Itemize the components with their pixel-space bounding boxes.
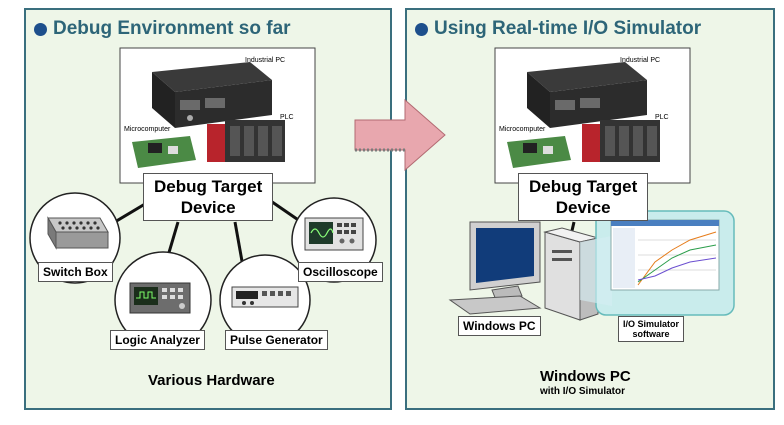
software-callout	[580, 236, 612, 306]
oscilloscope-label: Oscilloscope	[298, 262, 383, 282]
microcomputer-icon	[132, 136, 196, 168]
debug-target-line1-right: Debug Target	[529, 177, 638, 196]
debug-target-line2: Device	[180, 198, 236, 217]
windows-pc-label: Windows PC	[458, 316, 541, 336]
right-debug-target-label: Debug Target Device	[518, 173, 649, 221]
debug-target-line1: Debug Target	[154, 177, 263, 196]
industrial-pc-label: Industrial PC	[245, 57, 286, 64]
plc-icon-right	[582, 120, 660, 162]
microcomputer-label-right: Microcomputer	[499, 126, 546, 133]
microcomputer-icon-right	[507, 136, 571, 168]
industrial-pc-icon	[152, 62, 272, 128]
logic-analyzer-label: Logic Analyzer	[110, 330, 205, 350]
pulse-generator-label: Pulse Generator	[225, 330, 328, 350]
left-footer: Various Hardware	[148, 372, 275, 389]
plc-icon	[207, 120, 285, 162]
right-title-text: Using Real-time I/O Simulator	[434, 18, 702, 39]
left-panel-title: Debug Environment so far	[34, 18, 291, 40]
oscilloscope-icon	[304, 217, 364, 251]
pulse-generator-icon	[231, 286, 299, 308]
right-sub-footer: with I/O Simulator	[540, 386, 626, 397]
plc-label-right: PLC	[655, 114, 669, 121]
industrial-pc-icon-right	[527, 62, 647, 128]
microcomputer-label: Microcomputer	[124, 126, 171, 133]
software-screenshot	[610, 219, 720, 291]
software-label-line2: software	[632, 329, 670, 339]
bullet-icon	[34, 22, 47, 36]
software-label-line1: I/O Simulator	[623, 319, 680, 329]
logic-analyzer-icon	[129, 282, 191, 314]
io-simulator-software-label: I/O Simulator software	[618, 316, 685, 342]
debug-target-line2-right: Device	[555, 198, 611, 217]
right-footer: Windows PC	[540, 368, 631, 385]
right-panel-title: Using Real-time I/O Simulator	[415, 18, 701, 40]
arrow-icon	[354, 98, 446, 172]
left-title-text: Debug Environment so far	[53, 18, 291, 39]
industrial-pc-label-right: Industrial PC	[620, 57, 661, 64]
plc-label: PLC	[280, 114, 294, 121]
left-debug-target-label: Debug Target Device	[143, 173, 274, 221]
switch-box-label: Switch Box	[38, 262, 113, 282]
bullet-icon	[415, 22, 428, 36]
switch-box-icon	[47, 216, 109, 250]
windows-pc-icon	[448, 221, 599, 321]
